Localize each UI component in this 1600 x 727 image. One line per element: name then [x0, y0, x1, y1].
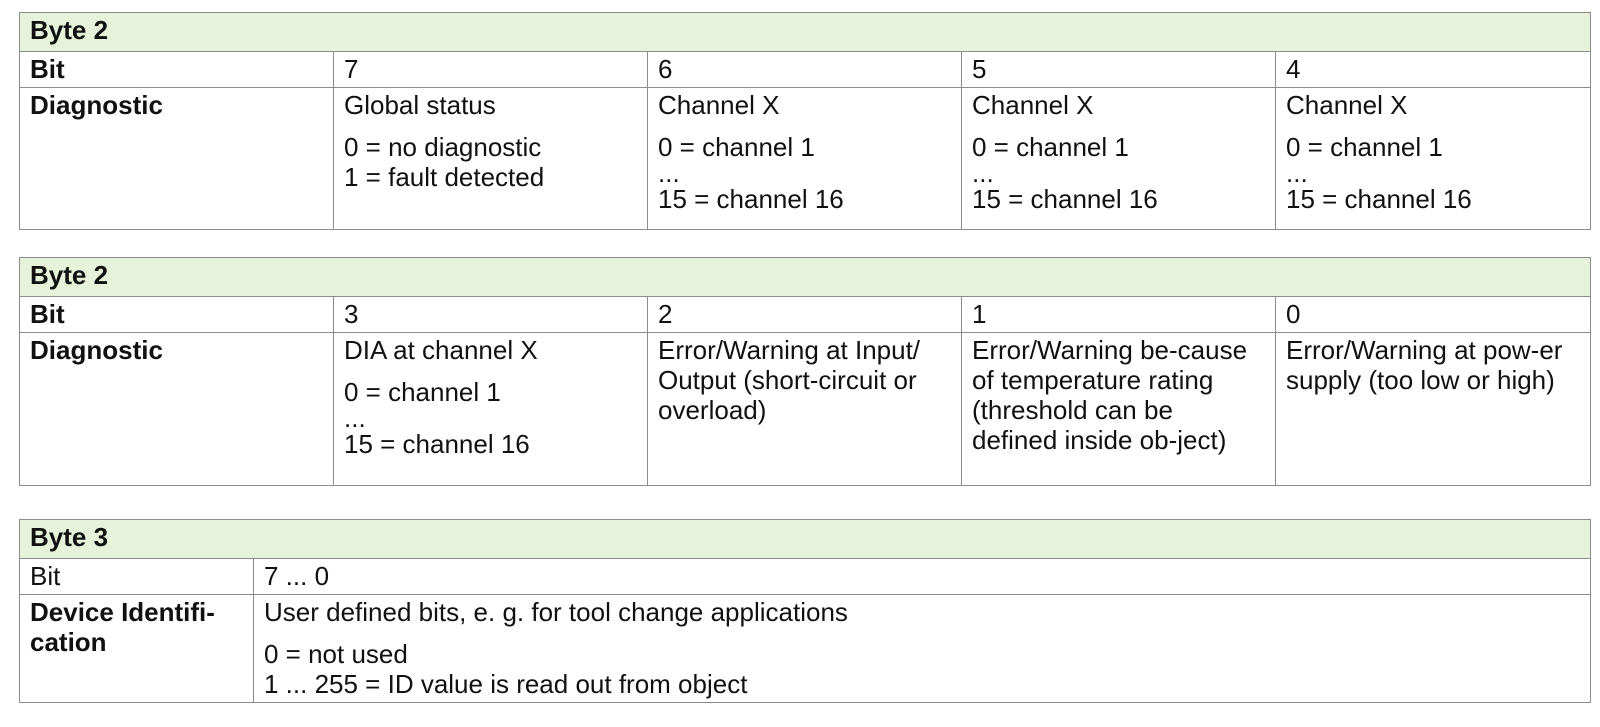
cell-description: Error/Warning at Input/ Output (short-ci…: [658, 335, 921, 425]
byte2-high-bits-table: Byte 2 Bit 7 6 5 4 Diagnostic Global sta…: [18, 12, 1592, 230]
table-header: Byte 2: [18, 12, 1592, 52]
cell-value-list: 0 = not used 1 ... 255 = ID value is rea…: [264, 639, 1580, 699]
value-line: 0 = channel 1: [344, 377, 501, 407]
cell-value-list: 0 = channel 1 ... 15 = channel 16: [658, 132, 951, 214]
bit-number: 5: [961, 51, 1276, 88]
cell-title: User defined bits, e. g. for tool change…: [264, 597, 848, 627]
diagnostic-cell: DIA at channel X 0 = channel 1 ... 15 = …: [333, 332, 648, 486]
bit-number: 6: [647, 51, 962, 88]
value-line: 0 = no diagnostic: [344, 132, 542, 162]
value-line: 0 = channel 1: [1286, 132, 1443, 162]
value-line: 15 = channel 16: [1286, 184, 1472, 214]
cell-title: Channel X: [1286, 90, 1408, 120]
diagnostic-row-label: Diagnostic: [19, 332, 334, 486]
cell-value-list: 0 = channel 1 ... 15 = channel 16: [972, 132, 1265, 214]
device-identification-cell: User defined bits, e. g. for tool change…: [252, 594, 1592, 703]
value-line: 0 = channel 1: [972, 132, 1129, 162]
value-line: ...: [1286, 158, 1308, 188]
value-line: 0 = not used: [264, 639, 408, 669]
bit-number: 1: [961, 296, 1276, 333]
value-line: 15 = channel 16: [972, 184, 1158, 214]
cell-description: Error/Warning be-cause of temperature ra…: [972, 335, 1248, 455]
diagnostic-cell: Channel X 0 = channel 1 ... 15 = channel…: [961, 87, 1276, 230]
value-line: 15 = channel 16: [344, 429, 530, 459]
cell-title: Channel X: [658, 90, 780, 120]
bit-range: 7 ... 0: [252, 558, 1592, 595]
cell-title: DIA at channel X: [344, 335, 538, 365]
diagnostic-cell: Error/Warning be-cause of temperature ra…: [961, 332, 1276, 486]
cell-value-list: 0 = channel 1 ... 15 = channel 16: [344, 377, 637, 459]
diagnostic-cell: Error/Warning at Input/ Output (short-ci…: [647, 332, 962, 486]
cell-description: Error/Warning at pow-er supply (too low …: [1286, 335, 1563, 395]
device-identification-label: Device Identifi-cation: [19, 594, 254, 703]
value-line: ...: [658, 158, 680, 188]
cell-value-list: 0 = no diagnostic 1 = fault detected: [344, 132, 637, 192]
table-header: Byte 2: [18, 257, 1592, 297]
byte3-table: Byte 3 Bit 7 ... 0 Device Identifi-catio…: [18, 519, 1592, 703]
table-header: Byte 3: [18, 519, 1592, 559]
bit-number: 0: [1274, 296, 1592, 333]
bit-number: 7: [333, 51, 648, 88]
diagnostic-row-label: Diagnostic: [19, 87, 334, 230]
value-line: 0 = channel 1: [658, 132, 815, 162]
cell-title: Channel X: [972, 90, 1094, 120]
diagnostic-cell: Global status 0 = no diagnostic 1 = faul…: [333, 87, 648, 230]
value-line: 1 ... 255 = ID value is read out from ob…: [264, 669, 748, 699]
value-line: ...: [344, 403, 366, 433]
bit-row-label: Bit: [19, 296, 334, 333]
value-line: ...: [972, 158, 994, 188]
byte2-low-bits-table: Byte 2 Bit 3 2 1 0 Diagnostic DIA at cha…: [18, 257, 1592, 486]
bit-number: 2: [647, 296, 962, 333]
cell-title: Global status: [344, 90, 496, 120]
diagnostic-cell: Channel X 0 = channel 1 ... 15 = channel…: [1274, 87, 1592, 230]
bit-number: 3: [333, 296, 648, 333]
bit-number: 4: [1274, 51, 1592, 88]
value-line: 1 = fault detected: [344, 162, 545, 192]
bit-row-label: Bit: [19, 51, 334, 88]
diagnostic-cell: Channel X 0 = channel 1 ... 15 = channel…: [647, 87, 962, 230]
bit-row-label: Bit: [19, 558, 254, 595]
cell-value-list: 0 = channel 1 ... 15 = channel 16: [1286, 132, 1580, 214]
value-line: 15 = channel 16: [658, 184, 844, 214]
diagnostic-cell: Error/Warning at pow-er supply (too low …: [1274, 332, 1592, 486]
